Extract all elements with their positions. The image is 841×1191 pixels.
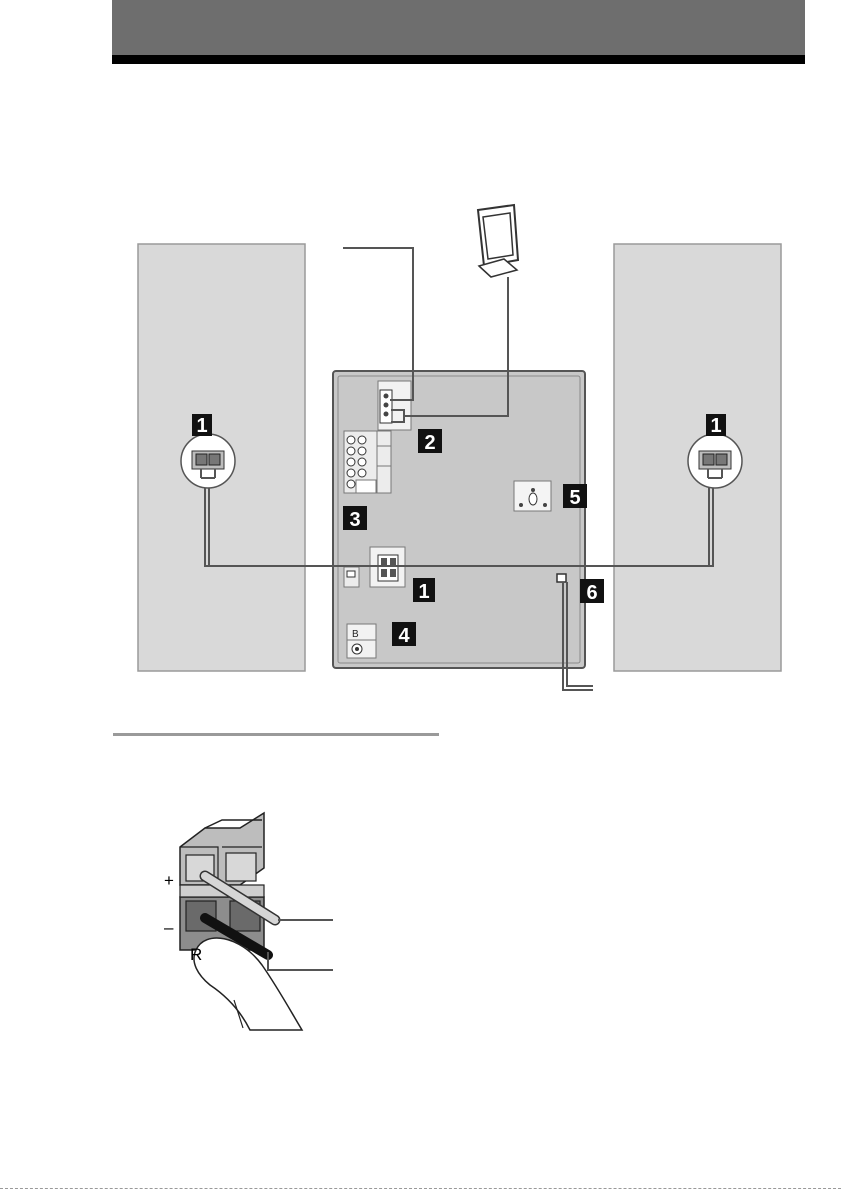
svg-text:3: 3	[349, 509, 360, 531]
svg-text:5: 5	[569, 487, 580, 509]
svg-text:1: 1	[418, 581, 429, 603]
terminal-closeup-illustration: + – R	[164, 813, 333, 1030]
section-rule	[113, 733, 439, 736]
crop-line	[0, 1188, 841, 1189]
svg-text:B: B	[352, 629, 359, 640]
svg-text:1: 1	[710, 415, 721, 437]
svg-text:2: 2	[424, 432, 435, 454]
loop-antenna	[478, 205, 518, 277]
plus-label: +	[164, 871, 174, 890]
power-socket	[557, 574, 566, 582]
callout-antenna: 2	[418, 429, 442, 454]
callout-speaker-left: 1	[192, 414, 212, 437]
svg-text:4: 4	[398, 625, 410, 647]
video-out-block: B	[347, 624, 376, 658]
callout-audio-jacks: 3	[343, 506, 367, 531]
left-speaker-terminal	[181, 434, 235, 488]
fm-antenna-jack	[514, 481, 551, 511]
audio-jack-block	[344, 431, 391, 493]
callout-video-out: 4	[392, 622, 416, 647]
svg-text:1: 1	[196, 415, 207, 437]
callout-speaker-right: 1	[706, 414, 726, 437]
callout-unit-speaker: 1	[413, 578, 435, 603]
callout-fm-jack: 5	[563, 484, 587, 509]
channel-label: R	[190, 945, 202, 964]
minus-label: –	[164, 918, 174, 937]
right-speaker-terminal	[688, 434, 742, 488]
svg-text:6: 6	[586, 582, 597, 604]
callout-power: 6	[580, 579, 604, 604]
